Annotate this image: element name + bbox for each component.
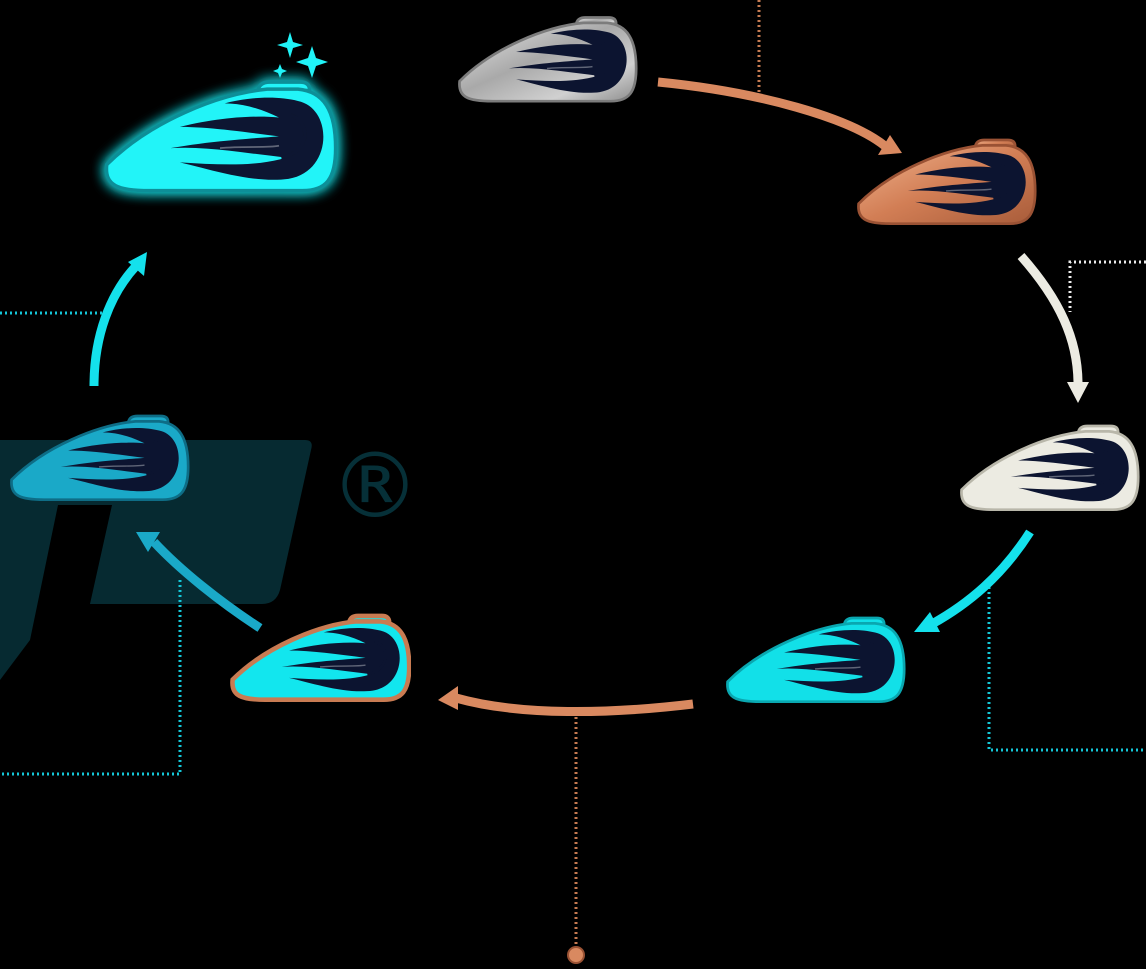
sparkle-icon [277, 32, 303, 58]
arrow-chrome-to-copper [657, 77, 888, 150]
sparkle-icons [273, 32, 328, 78]
glowing-tank [104, 80, 338, 193]
arrow-head [914, 612, 940, 632]
arrow-head [128, 252, 147, 276]
arrow-copper-to-white [1017, 253, 1083, 385]
registered-trademark-mark: ® [330, 434, 420, 539]
arrow-cyan-to-copper-edge [454, 693, 694, 717]
leader-lines [0, 0, 1146, 945]
arrow-white-to-cyan [929, 529, 1034, 628]
leader-endpoint-dot [567, 946, 585, 964]
arrow-head [878, 135, 902, 155]
chrome-tank [458, 16, 638, 103]
arrow-copper-edge-to-teal [150, 538, 263, 632]
sparkle-icon [273, 64, 287, 78]
teal-tank [10, 414, 190, 502]
arrow-head [1067, 382, 1089, 403]
sparkle-icon [296, 46, 328, 78]
white-tank [960, 424, 1140, 512]
arrow-head [136, 532, 160, 552]
arrow-teal-to-glow [89, 262, 140, 387]
arrow-head [438, 686, 458, 710]
cyan-tank-right [726, 616, 906, 704]
leader-right-upper [1068, 260, 1146, 312]
process-arrows [89, 77, 1089, 717]
leader-right-lower [987, 582, 1146, 752]
